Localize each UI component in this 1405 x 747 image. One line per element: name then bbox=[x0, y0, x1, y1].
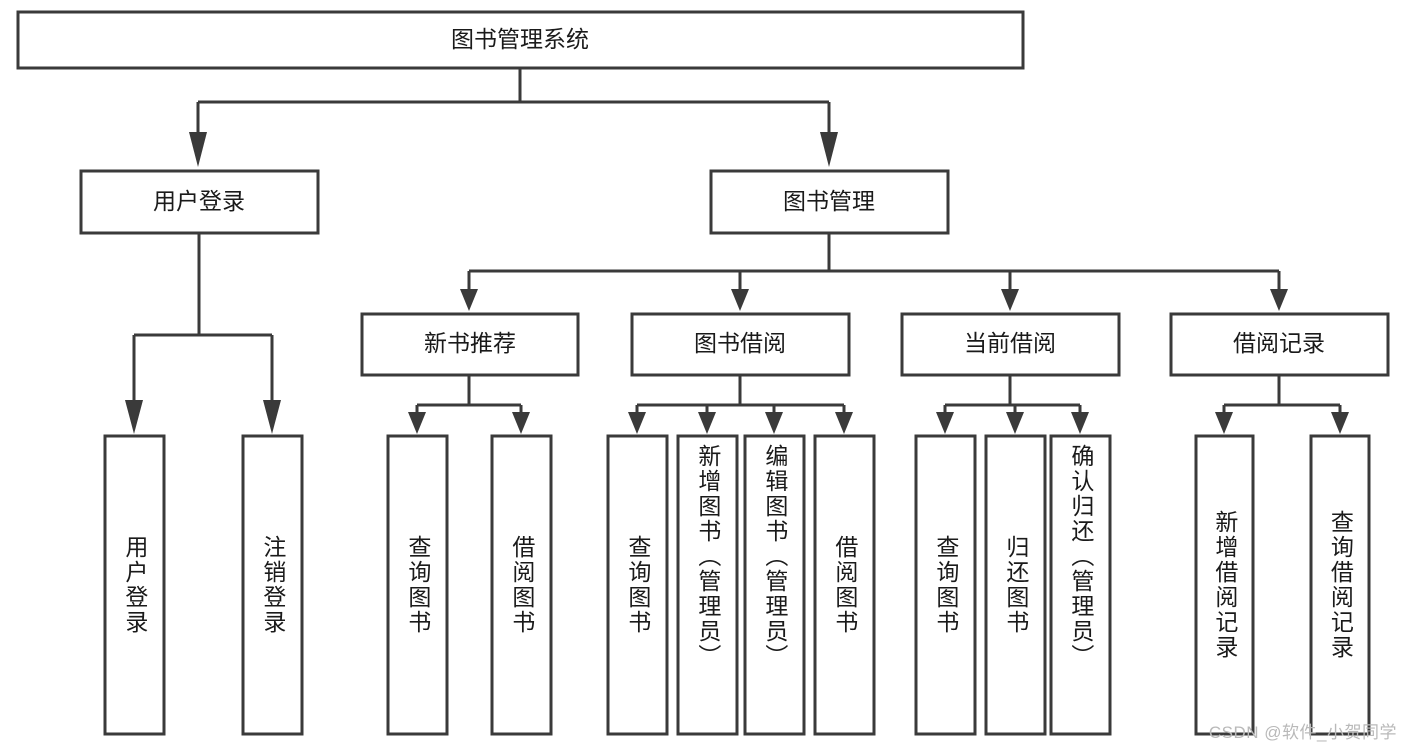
node-book-manage-label: 图书管理 bbox=[783, 188, 875, 214]
node-book-borrow[interactable]: 图书借阅 bbox=[630, 312, 851, 377]
node-current-borrow[interactable]: 当前借阅 bbox=[900, 312, 1121, 377]
arrow-head-leaf-query-record bbox=[1331, 412, 1349, 434]
connectors bbox=[125, 68, 1349, 434]
leaf-box-logout-login[interactable] bbox=[241, 434, 304, 736]
node-root[interactable]: 图书管理系统 bbox=[16, 10, 1025, 70]
leaf-box-edit-book[interactable] bbox=[743, 434, 806, 736]
arrow-head-leaf-add-book bbox=[698, 412, 716, 434]
leaf-box-borrow-book-1[interactable] bbox=[490, 434, 553, 736]
arrow-head-leaf-return-book bbox=[1006, 412, 1024, 434]
leaf-box-borrow-book-2[interactable] bbox=[813, 434, 876, 736]
node-user-login[interactable]: 用户登录 bbox=[79, 169, 320, 235]
arrow-head-book-manage bbox=[820, 132, 838, 167]
node-current-borrow-label: 当前借阅 bbox=[964, 330, 1056, 356]
arrow-head-leaf-query-book-2 bbox=[628, 412, 646, 434]
node-borrow-record-label: 借阅记录 bbox=[1233, 330, 1325, 356]
node-root-box[interactable] bbox=[16, 10, 1025, 70]
node-root-label: 图书管理系统 bbox=[451, 26, 589, 52]
arrow-head-current-borrow bbox=[1001, 289, 1019, 311]
leaf-box-query-record[interactable] bbox=[1309, 434, 1371, 736]
csdn-watermark: CSDN @软件_小贺同学 bbox=[1208, 723, 1397, 742]
leaf-box-query-book-2[interactable] bbox=[606, 434, 669, 736]
leaf-box-return-book[interactable] bbox=[984, 434, 1047, 736]
leaf-box-add-book[interactable] bbox=[676, 434, 739, 736]
arrow-head-borrow-record bbox=[1270, 289, 1288, 311]
node-book-manage-box[interactable] bbox=[709, 169, 950, 235]
arrow-head-leaf-borrow-book-2 bbox=[835, 412, 853, 434]
arrow-head-leaf-query-book-3 bbox=[936, 412, 954, 434]
arrow-head-user-login bbox=[189, 132, 207, 167]
arrow-head-new-book-recommend bbox=[460, 289, 478, 311]
node-current-borrow-box[interactable] bbox=[900, 312, 1121, 377]
node-borrow-record-box[interactable] bbox=[1169, 312, 1390, 377]
node-user-login-box[interactable] bbox=[79, 169, 320, 235]
leaf-box-add-record[interactable] bbox=[1194, 434, 1255, 736]
arrow-head-leaf-logout-login bbox=[263, 400, 281, 434]
leaf-box-query-book-1[interactable] bbox=[386, 434, 449, 736]
arrow-head-leaf-query-book-1 bbox=[408, 412, 426, 434]
leaf-box-query-book-3[interactable] bbox=[914, 434, 977, 736]
node-new-book-recommend-box[interactable] bbox=[360, 312, 580, 377]
arrow-head-leaf-borrow-book-1 bbox=[512, 412, 530, 434]
node-book-borrow-box[interactable] bbox=[630, 312, 851, 377]
arrow-head-book-borrow bbox=[731, 289, 749, 311]
leaf-boxes bbox=[103, 434, 1371, 736]
arrow-head-leaf-add-record bbox=[1215, 412, 1233, 434]
leaf-box-confirm-return[interactable] bbox=[1049, 434, 1112, 736]
node-new-book-recommend[interactable]: 新书推荐 bbox=[360, 312, 580, 377]
arrow-head-leaf-edit-book bbox=[765, 412, 783, 434]
arrow-head-leaf-confirm-return bbox=[1071, 412, 1089, 434]
arrow-head-leaf-user-login bbox=[125, 400, 143, 434]
node-book-manage[interactable]: 图书管理 bbox=[709, 169, 950, 235]
node-new-book-recommend-label: 新书推荐 bbox=[424, 330, 516, 356]
node-borrow-record[interactable]: 借阅记录 bbox=[1169, 312, 1390, 377]
node-user-login-label: 用户登录 bbox=[153, 188, 245, 214]
leaf-box-user-login[interactable] bbox=[103, 434, 166, 736]
node-book-borrow-label: 图书借阅 bbox=[694, 330, 786, 356]
